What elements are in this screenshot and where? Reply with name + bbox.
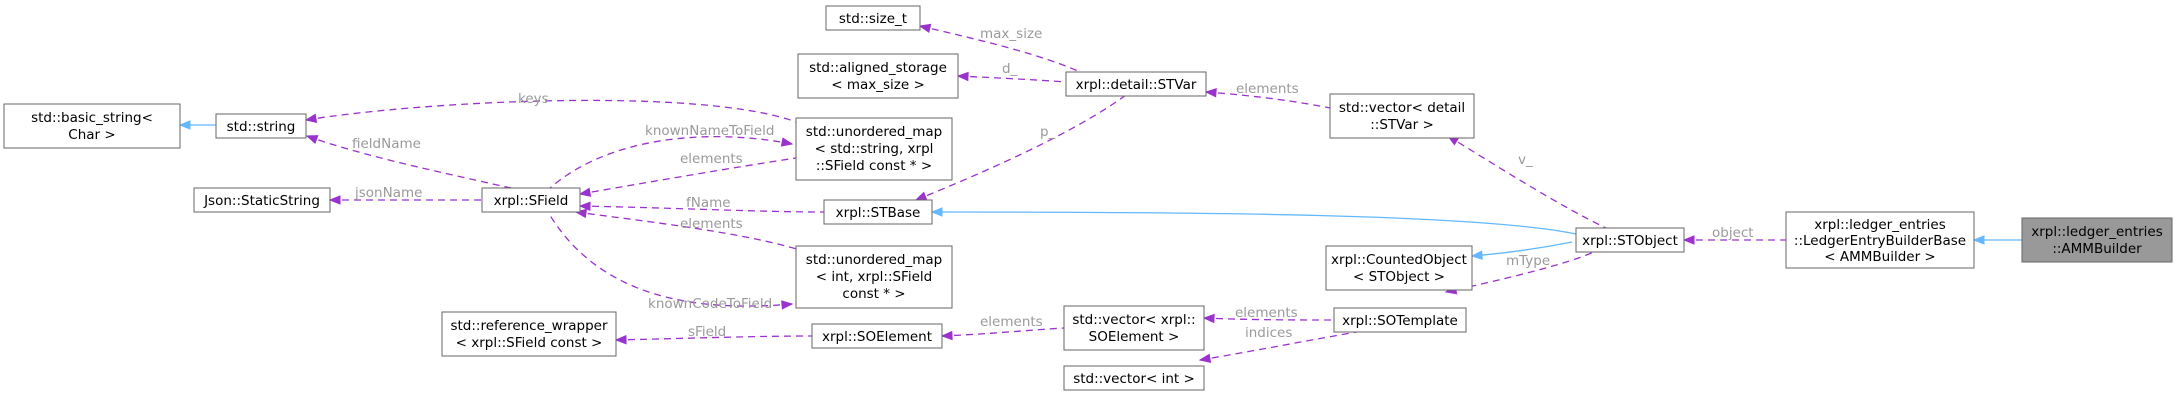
edge-label-known-name-to-field: knownNameToField <box>645 123 774 139</box>
node-soelement-line-1: xrpl::SOElement <box>822 329 932 345</box>
node-sotemplate[interactable]: xrpl::SOTemplate <box>1333 307 1467 333</box>
edge-label-object: object <box>1712 225 1754 241</box>
node-unordered-map-code-line-3: const * > <box>842 286 905 302</box>
edge-label-m-type: mType <box>1506 253 1550 269</box>
edge-label-known-code-to-field: knownCodeToField <box>648 296 772 312</box>
edge-label-elements-map-name: elements <box>680 151 743 167</box>
edge-label-p: p_ <box>1040 124 1056 140</box>
node-stobject[interactable]: xrpl::STObject <box>1575 227 1685 253</box>
edge-max-size: max_size <box>920 26 1081 73</box>
node-json-static-string-line-1: Json::StaticString <box>203 193 320 209</box>
edge-elements-stvar: elements <box>1206 81 1331 109</box>
node-amm-builder-line-2: ::AMMBuilder <box>2052 241 2142 257</box>
node-aligned-storage-line-2: < max_size > <box>831 77 925 93</box>
node-std-string[interactable]: std::string <box>215 113 307 139</box>
node-basic-string-line-1: std::basic_string< <box>31 110 153 126</box>
node-vector-stvar[interactable]: std::vector< detail ::STVar > <box>1329 93 1475 139</box>
node-stvar[interactable]: xrpl::detail::STVar <box>1065 71 1207 97</box>
node-json-static-string[interactable]: Json::StaticString <box>193 187 331 213</box>
edge-known-code-to-field: knownCodeToField <box>547 211 792 312</box>
node-vector-soelement-line-2: SOElement > <box>1089 329 1180 345</box>
node-amm-builder[interactable]: xrpl::ledger_entries ::AMMBuilder <box>2021 217 2173 263</box>
edge-vec-soelement: elements <box>942 314 1065 336</box>
node-reference-wrapper-line-2: < xrpl::SField const > <box>456 335 603 351</box>
node-unordered-map-code-line-2: < int, xrpl::SField <box>816 269 932 285</box>
node-stbase[interactable]: xrpl::STBase <box>823 199 933 225</box>
edge-inherit-counted <box>1472 241 1573 256</box>
node-ledger-entry-builder-base-line-2: ::LedgerEntryBuilderBase <box>1794 233 1966 249</box>
edge-label-elements-map-code: elements <box>680 216 743 232</box>
node-counted-object-line-2: < STObject > <box>1353 269 1445 285</box>
node-sfield-line-1: xrpl::SField <box>494 193 569 209</box>
node-std-string-line-1: std::string <box>227 119 296 135</box>
edge-label-v: v_ <box>1518 152 1533 168</box>
node-amm-builder-line-1: xrpl::ledger_entries <box>2031 224 2163 240</box>
edge-label-keys: keys <box>518 91 549 107</box>
edge-elements-sotemplate: elements <box>1204 305 1335 321</box>
edge-d: d_ <box>958 61 1067 83</box>
node-ledger-entry-builder-base-line-3: < AMMBuilder > <box>1824 249 1935 265</box>
node-ledger-entry-builder-base-line-1: xrpl::ledger_entries <box>1814 217 1946 233</box>
edge-label-d: d_ <box>1002 61 1018 77</box>
node-size-t-line-1: std::size_t <box>839 11 907 27</box>
node-vector-soelement[interactable]: std::vector< xrpl:: SOElement > <box>1063 305 1205 351</box>
node-aligned-storage[interactable]: std::aligned_storage < max_size > <box>797 53 959 99</box>
node-vector-int-line-1: std::vector< int > <box>1073 371 1195 387</box>
edge-elements-map-code: elements <box>576 212 801 251</box>
edge-f-name: fName <box>580 195 825 213</box>
node-soelement[interactable]: xrpl::SOElement <box>811 323 943 349</box>
edge-known-name-to-field: knownNameToField <box>549 123 792 189</box>
node-sotemplate-line-1: xrpl::SOTemplate <box>1342 313 1458 329</box>
edge-v: v_ <box>1448 136 1607 229</box>
node-unordered-map-name-line-2: < std::string, xrpl <box>815 141 934 157</box>
edge-label-elements-stvar: elements <box>1236 81 1299 97</box>
node-unordered-map-code-line-1: std::unordered_map <box>806 252 942 268</box>
node-ledger-entry-builder-base[interactable]: xrpl::ledger_entries ::LedgerEntryBuilde… <box>1785 211 1975 269</box>
node-stvar-line-1: xrpl::detail::STVar <box>1076 77 1197 93</box>
node-counted-object[interactable]: xrpl::CountedObject < STObject > <box>1325 245 1473 291</box>
node-stbase-line-1: xrpl::STBase <box>836 205 921 221</box>
node-basic-string[interactable]: std::basic_string< Char > <box>3 103 181 149</box>
node-vector-stvar-line-1: std::vector< detail <box>1339 100 1465 116</box>
node-reference-wrapper[interactable]: std::reference_wrapper < xrpl::SField co… <box>441 311 617 357</box>
edge-json-name: jsonName <box>330 185 482 201</box>
edge-label-vec-soelement: elements <box>980 314 1043 330</box>
edge-object: object <box>1684 225 1786 241</box>
edge-label-indices: indices <box>1245 325 1292 341</box>
node-size-t[interactable]: std::size_t <box>825 5 921 31</box>
node-basic-string-line-2: Char > <box>68 127 115 143</box>
edge-label-json-name: jsonName <box>354 185 422 201</box>
node-vector-soelement-line-1: std::vector< xrpl:: <box>1072 312 1195 328</box>
edge-field-name: fieldName <box>307 136 521 191</box>
node-reference-wrapper-line-1: std::reference_wrapper <box>450 318 608 334</box>
edge-label-max-size: max_size <box>980 26 1042 42</box>
edge-elements-map-name: elements <box>580 151 797 194</box>
edge-s-field: sField <box>616 324 813 340</box>
nodes: std::basic_string< Char > std::string Js… <box>3 5 2173 391</box>
edge-label-s-field: sField <box>688 324 726 340</box>
edge-p: p_ <box>916 91 1131 201</box>
node-unordered-map-code[interactable]: std::unordered_map < int, xrpl::SField c… <box>795 245 953 309</box>
node-sfield[interactable]: xrpl::SField <box>481 187 581 213</box>
edge-label-field-name: fieldName <box>352 136 421 152</box>
edge-label-f-name: fName <box>686 195 731 211</box>
node-aligned-storage-line-1: std::aligned_storage <box>809 60 947 76</box>
node-counted-object-line-1: xrpl::CountedObject <box>1331 252 1467 268</box>
node-unordered-map-name-line-1: std::unordered_map <box>806 124 942 140</box>
edge-m-type: mType <box>1446 249 1599 292</box>
edges: keys fieldName knownNameToField elements… <box>180 26 2022 360</box>
node-vector-stvar-line-2: ::STVar > <box>1370 117 1434 133</box>
edge-inherit-stbase <box>932 212 1577 235</box>
node-unordered-map-name-line-3: ::SField const * > <box>816 158 932 174</box>
node-vector-int[interactable]: std::vector< int > <box>1063 365 1205 391</box>
node-stobject-line-1: xrpl::STObject <box>1582 233 1678 249</box>
node-unordered-map-name[interactable]: std::unordered_map < std::string, xrpl :… <box>795 117 953 181</box>
edge-label-elements-sotemplate: elements <box>1235 305 1298 321</box>
edge-keys: keys <box>306 91 807 127</box>
